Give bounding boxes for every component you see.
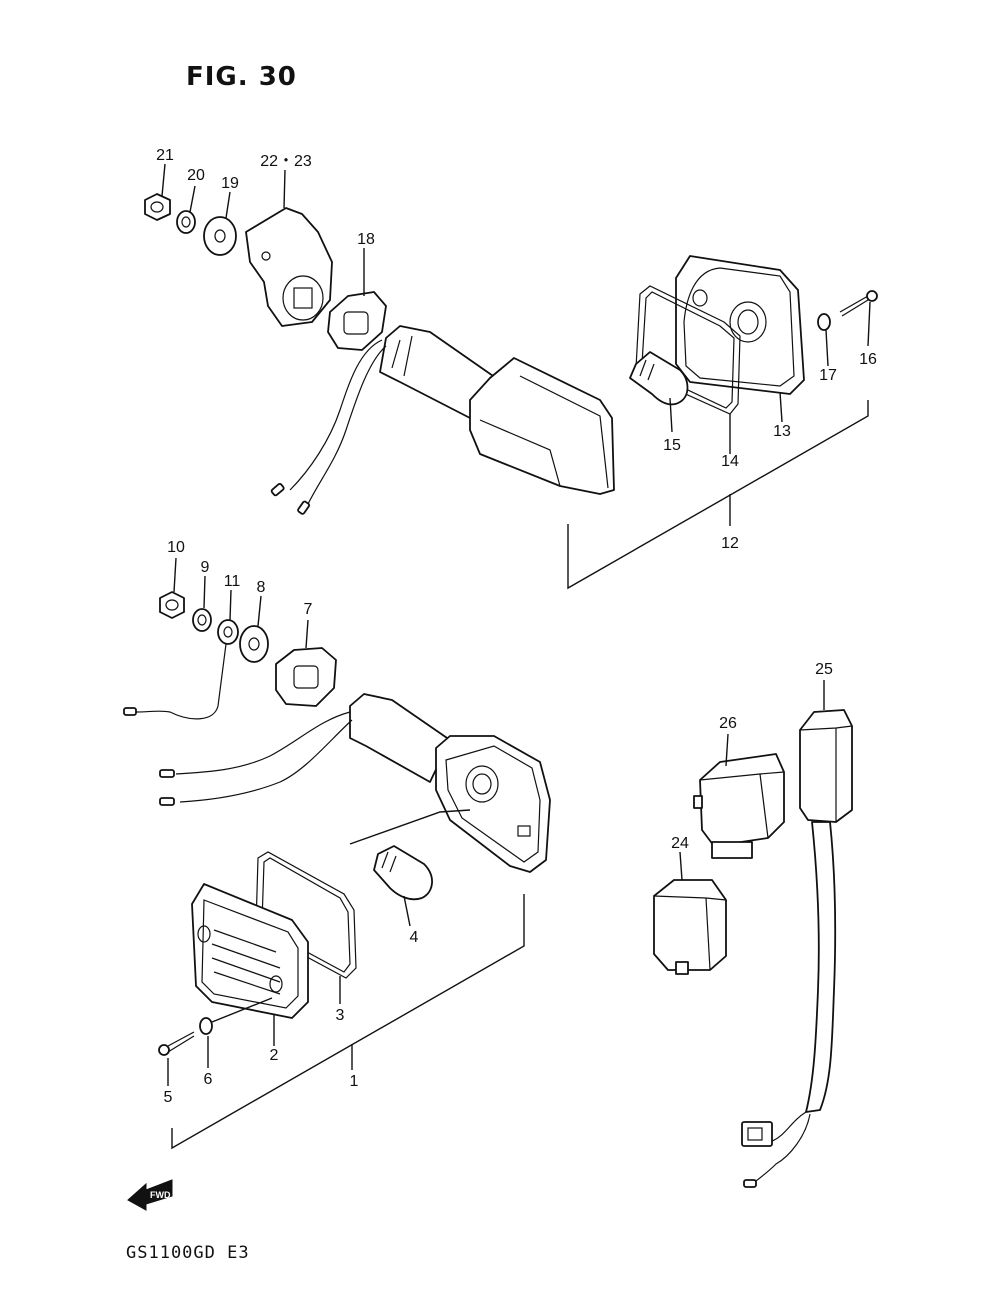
callout-14: 14 — [721, 453, 739, 470]
fwd-arrow-icon: FWD — [127, 1179, 173, 1211]
callout-5: 5 — [164, 1089, 173, 1106]
callout-20: 20 — [187, 167, 205, 184]
callout-11: 11 — [224, 573, 241, 590]
washer-19 — [203, 216, 237, 256]
callout-2: 2 — [270, 1047, 279, 1064]
figure-title: FIG. 30 — [186, 62, 297, 92]
screw-5 — [158, 1031, 195, 1056]
fwd-label: FWD — [150, 1190, 171, 1200]
callout-12: 12 — [721, 535, 739, 552]
upper-wire-leads — [270, 339, 387, 515]
callout-4: 4 — [410, 929, 419, 946]
wire-harness — [741, 821, 837, 1188]
group-bracket-1 — [171, 894, 525, 1150]
callout-10: 10 — [167, 539, 185, 556]
callout-25: 25 — [815, 661, 833, 678]
nut-21 — [144, 193, 171, 221]
callout-18: 18 — [357, 231, 375, 248]
callout-17: 17 — [819, 367, 837, 384]
callout-16: 16 — [859, 351, 877, 368]
bulb-15 — [629, 351, 689, 406]
relay-26 — [693, 753, 785, 859]
relay-24 — [653, 879, 727, 975]
leaders-lower — [167, 557, 341, 1086]
washer-6 — [199, 997, 273, 1035]
grommet-7 — [275, 647, 337, 707]
callout-8: 8 — [257, 579, 266, 596]
leaders-relays — [679, 680, 825, 881]
lower-turn-signal-body — [349, 693, 551, 873]
screw-16 — [839, 290, 878, 317]
relay-25 — [799, 709, 853, 823]
callout-3: 3 — [336, 1007, 345, 1024]
callout-13: 13 — [773, 423, 791, 440]
leaders-upper — [161, 163, 871, 454]
washer-8 — [239, 625, 269, 663]
terminal-11 — [123, 619, 239, 720]
callout-6: 6 — [204, 1071, 213, 1088]
lens-13 — [675, 255, 805, 395]
callout-7: 7 — [304, 601, 313, 618]
group-bracket-12 — [567, 400, 869, 590]
bulb-4 — [349, 809, 471, 927]
callout-21: 21 — [156, 147, 174, 164]
washer-20 — [176, 210, 196, 234]
washer-9 — [192, 608, 212, 632]
upper-turn-signal-body — [379, 325, 615, 495]
callout-15: 15 — [663, 437, 681, 454]
callout-22-23: 22・23 — [260, 153, 312, 170]
callout-19: 19 — [221, 175, 239, 192]
bracket-22-23 — [245, 207, 333, 327]
callout-1: 1 — [350, 1073, 359, 1090]
lens-2 — [191, 883, 309, 1019]
model-code: GS1100GD E3 — [126, 1243, 250, 1263]
callout-26: 26 — [719, 715, 737, 732]
grommet-18 — [327, 291, 387, 351]
nut-10 — [159, 591, 185, 619]
lower-wire-leads — [159, 711, 353, 806]
callout-9: 9 — [201, 559, 210, 576]
washer-17 — [817, 313, 831, 331]
callout-24: 24 — [671, 835, 689, 852]
